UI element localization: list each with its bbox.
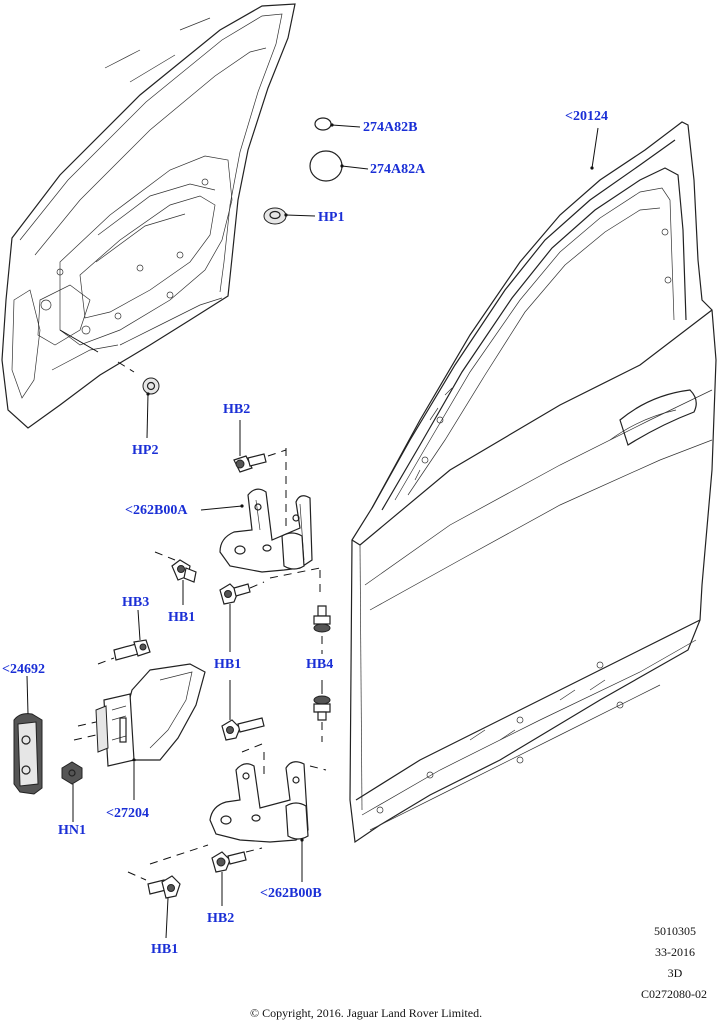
callout-hb2-bottom[interactable]: HB2 bbox=[207, 911, 235, 926]
callout-hb3[interactable]: HB3 bbox=[122, 595, 150, 610]
callout-20124[interactable]: <20124 bbox=[565, 109, 608, 124]
lower-hinge-drawing bbox=[149, 761, 327, 882]
seal-24692-drawing bbox=[13, 675, 43, 795]
copyright-notice: © Copyright, 2016. Jaguar Land Rover Lim… bbox=[250, 1006, 483, 1020]
callout-262b00b[interactable]: <262B00B bbox=[260, 886, 322, 901]
callout-hb1-a[interactable]: HB1 bbox=[168, 610, 196, 625]
view-type: 3D bbox=[667, 966, 683, 980]
callout-hb1-bottom[interactable]: HB1 bbox=[151, 942, 179, 957]
bolt-hb3-drawing bbox=[97, 609, 151, 665]
callout-262b00a[interactable]: <262B00A bbox=[125, 503, 188, 518]
nut-hn1-drawing bbox=[61, 761, 83, 822]
plug-hp2-drawing bbox=[142, 377, 160, 439]
callout-274a82b[interactable]: 274A82B bbox=[363, 120, 418, 135]
bolt-hb2-bottom-drawing bbox=[211, 847, 263, 906]
reference-number: 5010305 bbox=[654, 924, 696, 938]
callout-24692[interactable]: <24692 bbox=[2, 662, 45, 677]
bolt-hb1-c-drawing bbox=[221, 680, 265, 778]
reference-date: 33-2016 bbox=[655, 945, 695, 959]
callout-hn1[interactable]: HN1 bbox=[58, 823, 86, 838]
callout-hb2-top[interactable]: HB2 bbox=[223, 402, 251, 417]
bolt-hb2-top-drawing bbox=[233, 420, 287, 473]
callout-274a82a[interactable]: 274A82A bbox=[370, 162, 426, 177]
callout-hp2[interactable]: HP2 bbox=[132, 443, 159, 458]
drawing-code: C0272080-02 bbox=[641, 987, 707, 1001]
bolt-hb1-a-drawing bbox=[154, 551, 197, 605]
plug-274a82b-drawing bbox=[314, 117, 361, 131]
bolt-hb1-b-drawing bbox=[219, 581, 265, 652]
bolt-hb1-bottom-drawing bbox=[127, 871, 181, 939]
callout-27204[interactable]: <27204 bbox=[106, 806, 149, 821]
callout-hp1[interactable]: HP1 bbox=[318, 210, 345, 225]
outer-door-drawing bbox=[349, 121, 717, 844]
upper-hinge-drawing bbox=[200, 448, 321, 598]
plug-274a82a-drawing bbox=[309, 150, 369, 182]
door-check-strap-drawing bbox=[73, 663, 206, 800]
callout-hb4[interactable]: HB4 bbox=[306, 657, 334, 672]
door-inner-frame-drawing bbox=[1, 3, 296, 429]
plug-hp1-drawing bbox=[263, 207, 316, 225]
callout-hb1-b[interactable]: HB1 bbox=[214, 657, 242, 672]
bolt-hb4-drawing bbox=[313, 605, 331, 742]
